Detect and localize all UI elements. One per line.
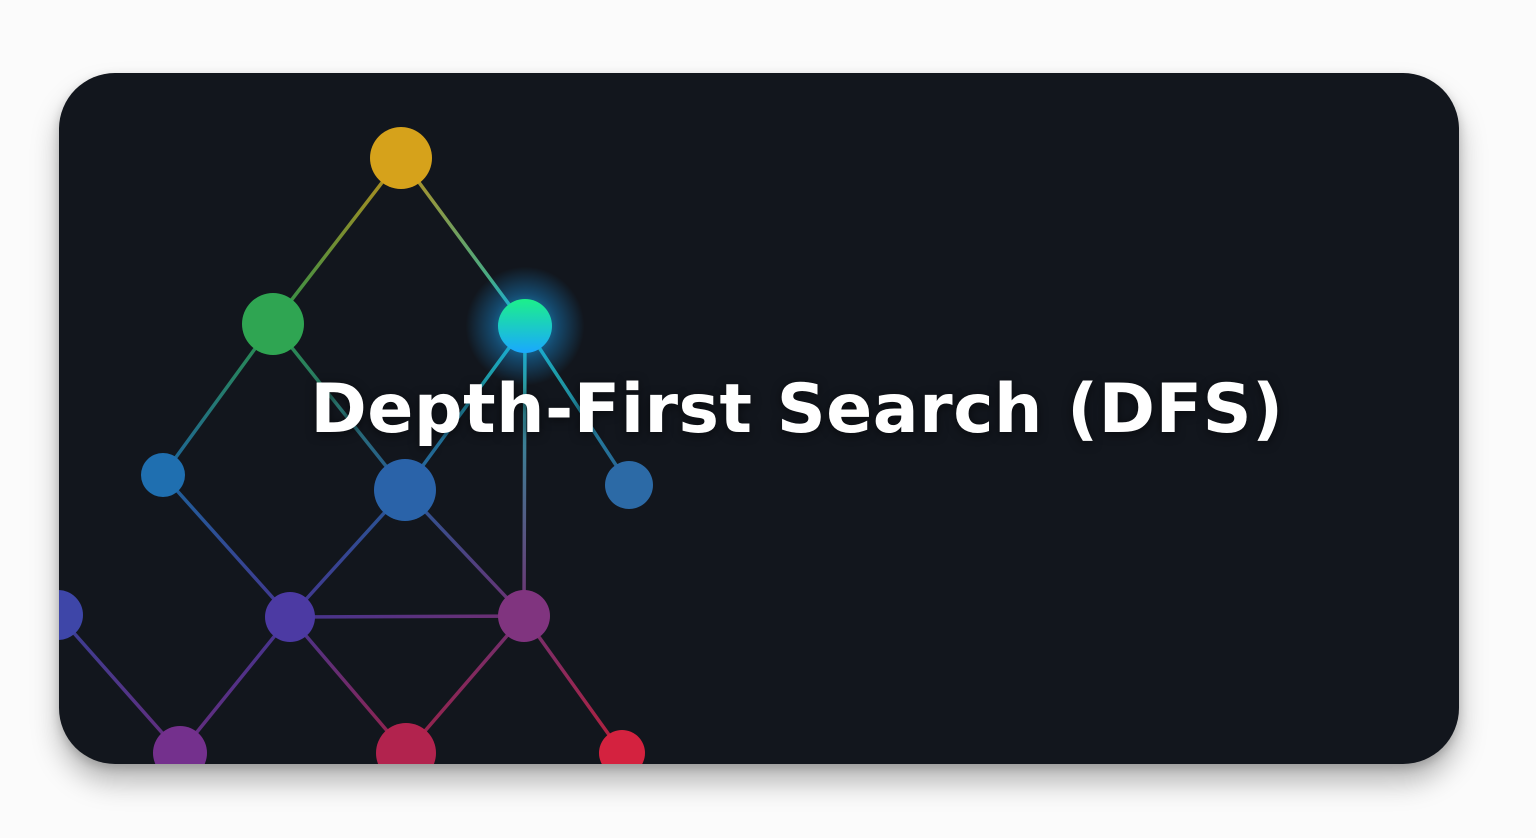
graph-node-n11 <box>376 723 436 764</box>
graph-edges <box>59 156 631 755</box>
graph-node-n6 <box>605 461 653 509</box>
dfs-card: Depth-First Search (DFS) <box>59 73 1459 764</box>
graph-node-n7 <box>59 590 83 640</box>
graph-edge-n9-n11 <box>404 614 526 755</box>
graph-node-n1 <box>370 127 432 189</box>
graph-node-n5 <box>374 459 436 521</box>
graph-edge-n9-n12 <box>522 614 624 755</box>
graph-node-n10 <box>153 726 207 764</box>
graph-node-n3 <box>498 299 552 353</box>
graph-node-n12 <box>599 730 645 764</box>
graph-nodes <box>59 127 653 764</box>
graph-edge-n2-n5 <box>271 322 407 492</box>
graph-edge-n8-n10 <box>178 615 292 755</box>
graph-edge-n4-n8 <box>161 473 292 619</box>
graph-edge-n1-n2 <box>271 156 403 326</box>
dfs-graph-diagram <box>59 127 653 764</box>
graph-edge-n7-n10 <box>59 613 182 755</box>
graph-node-n4 <box>141 453 185 497</box>
graph-node-n2 <box>242 293 304 355</box>
graph-edge-n2-n4 <box>161 322 275 477</box>
graph-node-n8 <box>265 592 315 642</box>
graph-node-n9 <box>498 590 550 642</box>
graph-edge-n8-n9 <box>288 614 526 619</box>
